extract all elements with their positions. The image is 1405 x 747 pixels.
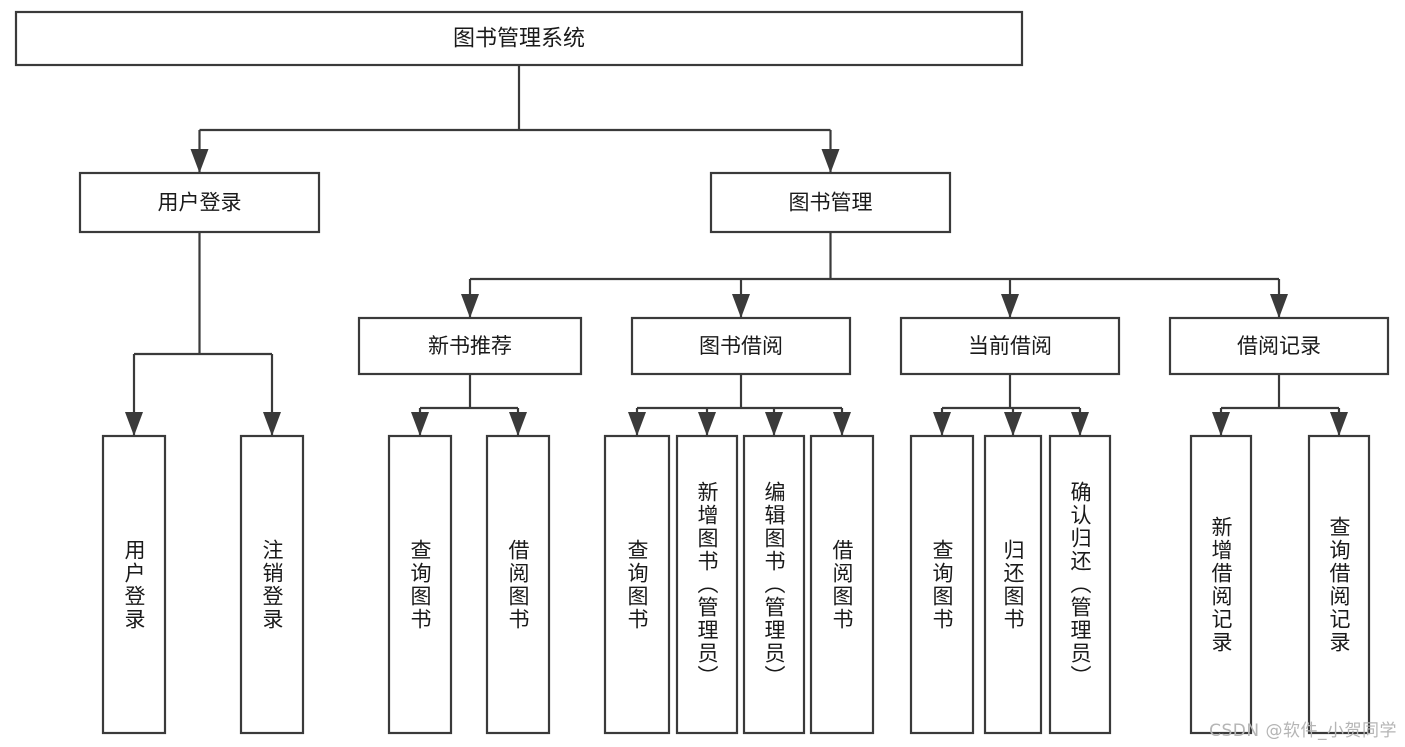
node-box-l-nr-borrow[interactable] [485, 434, 551, 735]
arrow-head-icon [732, 294, 750, 318]
arrow-head-icon [1071, 412, 1089, 436]
node-box-n-borrow[interactable] [630, 316, 852, 376]
arrow-head-icon [509, 412, 527, 436]
node-box-l-bb-add[interactable] [675, 434, 739, 735]
node-box-n-book-mgmt[interactable] [709, 171, 952, 234]
arrow-head-icon [765, 412, 783, 436]
boxes-layer [14, 10, 1390, 735]
node-box-l-bb-edit[interactable] [742, 434, 806, 735]
node-label-n-user-login: 用户登录 [158, 191, 242, 215]
node-box-l-user-logout[interactable] [239, 434, 305, 735]
node-box-l-bb-lend[interactable] [809, 434, 875, 735]
watermark-text: CSDN @软件_小贺同学 [1209, 721, 1397, 741]
arrow-head-icon [1212, 412, 1230, 436]
arrow-head-icon [125, 412, 143, 436]
node-label-root: 图书管理系统 [453, 27, 585, 52]
arrow-head-icon [263, 412, 281, 436]
arrow-head-icon [461, 294, 479, 318]
arrow-head-icon [933, 412, 951, 436]
arrow-head-icon [833, 412, 851, 436]
node-label-n-current: 当前借阅 [968, 334, 1052, 358]
node-label-n-borrow: 图书借阅 [699, 334, 783, 358]
node-box-l-rec-add[interactable] [1189, 434, 1253, 735]
arrow-head-icon [1001, 294, 1019, 318]
arrow-head-icon [1004, 412, 1022, 436]
arrow-head-icon [411, 412, 429, 436]
node-box-l-user-login[interactable] [101, 434, 167, 735]
node-box-n-current[interactable] [899, 316, 1121, 376]
node-box-l-cb-return[interactable] [983, 434, 1043, 735]
arrow-head-icon [1270, 294, 1288, 318]
node-box-l-cb-query[interactable] [909, 434, 975, 735]
node-box-l-bb-query[interactable] [603, 434, 671, 735]
arrow-head-icon [190, 149, 209, 173]
node-box-n-record[interactable] [1168, 316, 1390, 376]
node-box-l-rec-query[interactable] [1307, 434, 1371, 735]
arrow-head-icon [698, 412, 716, 436]
node-label-n-record: 借阅记录 [1237, 334, 1321, 358]
node-box-n-new-rec[interactable] [357, 316, 583, 376]
arrow-head-icon [821, 149, 840, 173]
node-label-n-book-mgmt: 图书管理 [789, 191, 873, 215]
node-label-n-new-rec: 新书推荐 [428, 334, 512, 358]
node-box-l-nr-query[interactable] [387, 434, 453, 735]
node-box-n-user-login[interactable] [78, 171, 321, 234]
node-box-l-cb-confirm[interactable] [1048, 434, 1112, 735]
node-box-root[interactable] [14, 10, 1024, 67]
arrow-head-icon [628, 412, 646, 436]
arrow-head-icon [1330, 412, 1348, 436]
connectors-layer [125, 65, 1348, 436]
